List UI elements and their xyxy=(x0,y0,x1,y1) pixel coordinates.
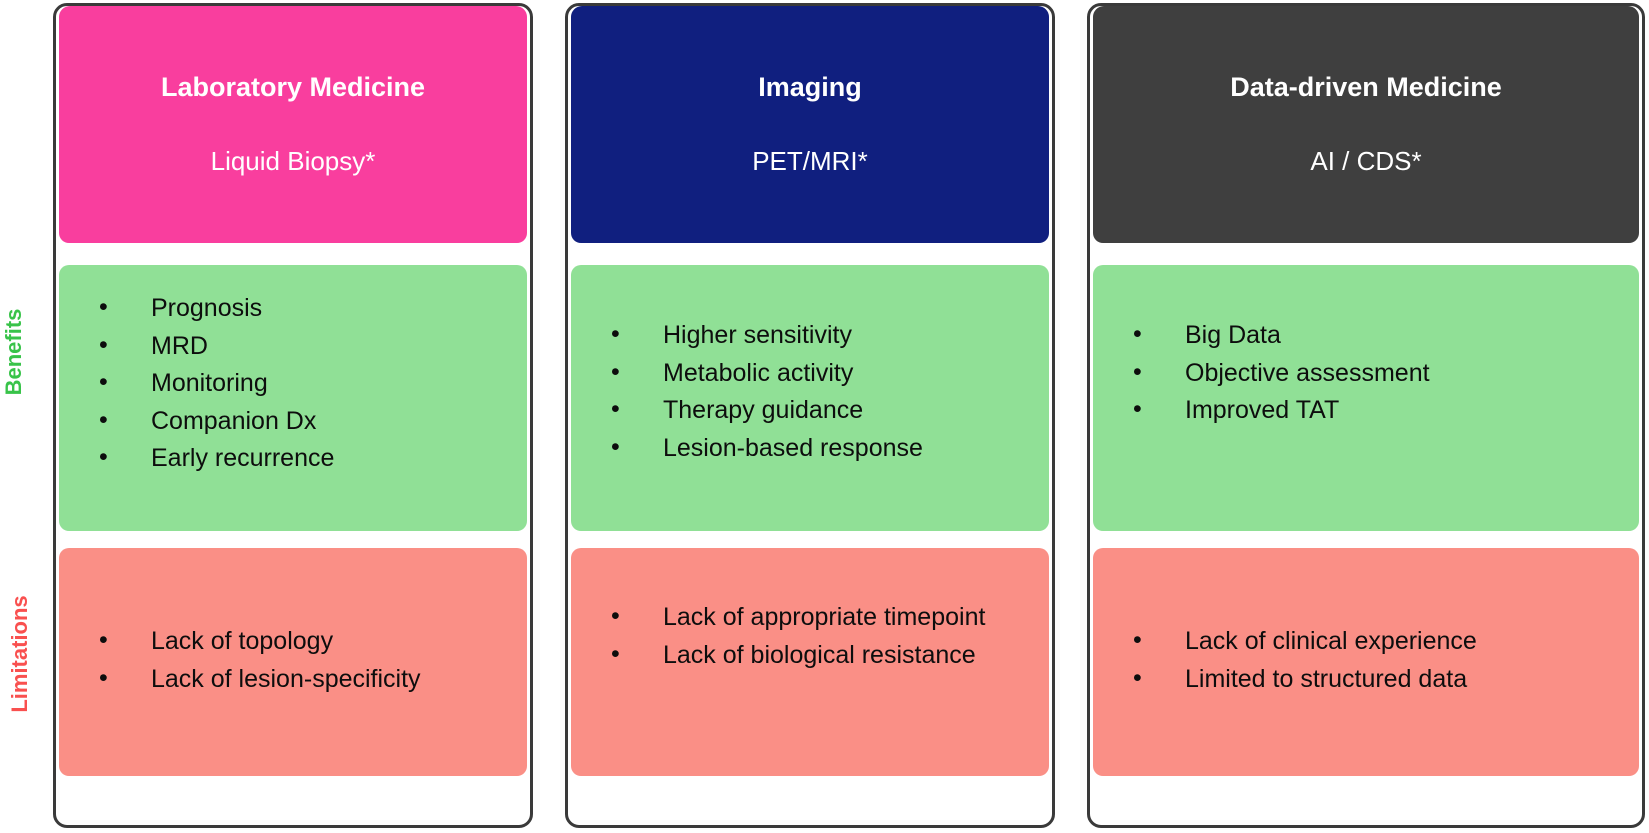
list-item: Early recurrence xyxy=(59,440,527,477)
list-item: Therapy guidance xyxy=(571,392,1049,429)
header-panel-data-driven-medicine: Data-driven Medicine AI / CDS* xyxy=(1093,6,1639,243)
list-item: Prognosis xyxy=(59,290,527,327)
benefits-panel-imaging: Higher sensitivity Metabolic activity Th… xyxy=(571,265,1049,531)
column-laboratory-medicine: Laboratory Medicine Liquid Biopsy* Progn… xyxy=(53,3,533,828)
list-item: Companion Dx xyxy=(59,403,527,440)
column-subtitle: Liquid Biopsy* xyxy=(210,146,376,177)
list-item: Higher sensitivity xyxy=(571,317,1049,354)
list-item: Lack of clinical experience xyxy=(1093,623,1639,660)
list-item: Lack of topology xyxy=(59,623,527,660)
benefits-list: Higher sensitivity Metabolic activity Th… xyxy=(571,317,1049,468)
list-item: Objective assessment xyxy=(1093,355,1639,392)
column-title: Data-driven Medicine xyxy=(1230,72,1502,103)
list-item: Metabolic activity xyxy=(571,355,1049,392)
list-item: Big Data xyxy=(1093,317,1639,354)
list-item: Improved TAT xyxy=(1093,392,1639,429)
list-item: Limited to structured data xyxy=(1093,661,1639,698)
header-panel-imaging: Imaging PET/MRI* xyxy=(571,6,1049,243)
column-subtitle: PET/MRI* xyxy=(752,146,868,177)
header-panel-laboratory-medicine: Laboratory Medicine Liquid Biopsy* xyxy=(59,6,527,243)
column-imaging: Imaging PET/MRI* Higher sensitivity Meta… xyxy=(565,3,1055,828)
list-item: Monitoring xyxy=(59,365,527,402)
limitations-panel-laboratory-medicine: Lack of topology Lack of lesion-specific… xyxy=(59,548,527,776)
list-item: Lesion-based response xyxy=(571,430,1049,467)
column-title: Imaging xyxy=(758,72,862,103)
list-item: Lack of appropriate timepoint xyxy=(571,599,993,636)
benefits-panel-laboratory-medicine: Prognosis MRD Monitoring Companion Dx Ea… xyxy=(59,265,527,531)
limitations-panel-imaging: Lack of appropriate timepoint Lack of bi… xyxy=(571,548,1049,776)
column-subtitle: AI / CDS* xyxy=(1310,146,1422,177)
limitations-panel-data-driven-medicine: Lack of clinical experience Limited to s… xyxy=(1093,548,1639,776)
list-item: Lack of biological resistance xyxy=(571,637,1049,674)
column-data-driven-medicine: Data-driven Medicine AI / CDS* Big Data … xyxy=(1087,3,1645,828)
limitations-list: Lack of appropriate timepoint Lack of bi… xyxy=(571,599,1049,675)
list-item: MRD xyxy=(59,328,527,365)
limitations-list: Lack of topology Lack of lesion-specific… xyxy=(59,623,527,699)
row-label-benefits: Benefits xyxy=(1,308,26,396)
benefits-list: Prognosis MRD Monitoring Companion Dx Ea… xyxy=(59,290,527,479)
benefits-panel-data-driven-medicine: Big Data Objective assessment Improved T… xyxy=(1093,265,1639,531)
list-item: Lack of lesion-specificity xyxy=(59,661,527,698)
limitations-list: Lack of clinical experience Limited to s… xyxy=(1093,623,1639,699)
column-title: Laboratory Medicine xyxy=(160,72,426,103)
benefits-list: Big Data Objective assessment Improved T… xyxy=(1093,317,1639,431)
row-label-limitations: Limitations xyxy=(7,595,32,713)
